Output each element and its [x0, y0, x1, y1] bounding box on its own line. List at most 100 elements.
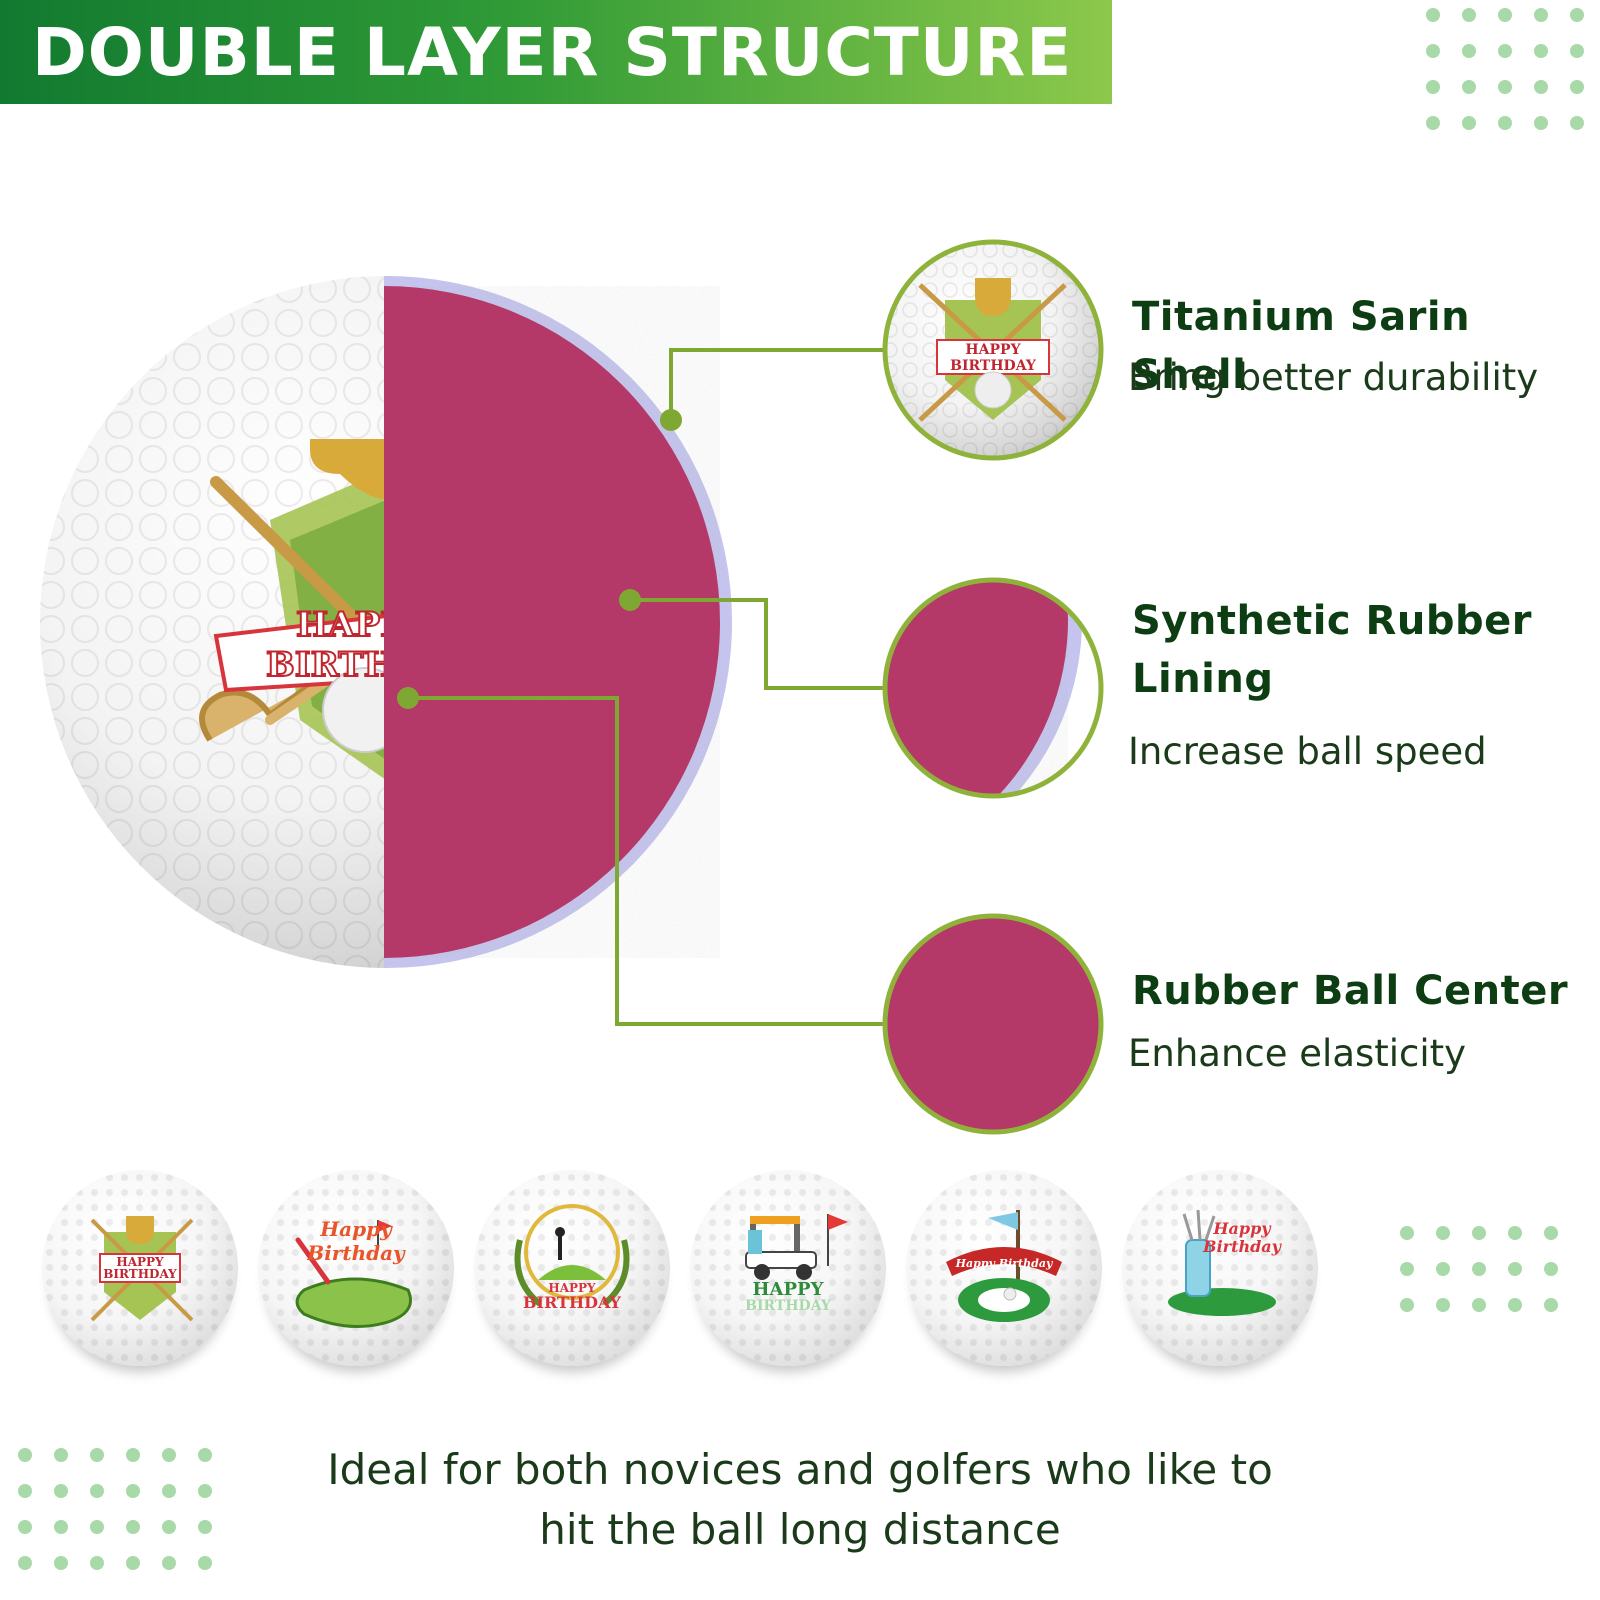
ball-label-1a: HAPPY: [116, 1255, 164, 1269]
decor-dot: [198, 1520, 212, 1534]
decor-dot: [1498, 8, 1512, 22]
decor-dot: [1508, 1226, 1522, 1240]
birthday-crest-icon: HAPP BIRTH: [199, 439, 406, 780]
decor-dot: [1570, 44, 1584, 58]
decor-dot: [54, 1484, 68, 1498]
decor-dot: [1534, 44, 1548, 58]
decor-dot: [1534, 8, 1548, 22]
putting-green-icon: [295, 1220, 412, 1328]
decor-dot: [198, 1556, 212, 1570]
footer-tagline: Ideal for both novices and golfers who l…: [200, 1440, 1400, 1560]
decor-dot: [1436, 1226, 1450, 1240]
dot-grid-top-right: [1426, 8, 1584, 130]
design-variants-row: HAPPY BIRTHDAY Happy Birthday HAPPY BIRT…: [42, 1170, 1342, 1390]
ball-label-3a: HAPPY: [548, 1281, 596, 1295]
ball-label-2b: Birthday: [307, 1241, 405, 1265]
decor-dot: [126, 1484, 140, 1498]
decor-dot: [1534, 116, 1548, 130]
decor-dot: [162, 1448, 176, 1462]
decor-dot: [162, 1484, 176, 1498]
connector-lines: [408, 348, 887, 1026]
connector-dots: [397, 409, 682, 709]
decor-dot: [1472, 1262, 1486, 1276]
banner-title: DOUBLE LAYER STRUCTURE: [32, 14, 1073, 91]
decor-dot: [1426, 8, 1440, 22]
decor-dot: [1544, 1226, 1558, 1240]
decor-dot: [1498, 44, 1512, 58]
decor-dot: [1400, 1262, 1414, 1276]
decor-dot: [198, 1484, 212, 1498]
dot-grid-middle-right: [1400, 1226, 1558, 1312]
big-ball-label-top: HAPP: [296, 605, 406, 645]
decor-dot: [1462, 116, 1476, 130]
ball-label-4b: BIRTHDAY: [745, 1298, 831, 1314]
decor-dot: [162, 1556, 176, 1570]
feature-title-lining: Synthetic Rubber Lining: [1132, 598, 1532, 702]
badge-label-top: HAPPY: [965, 342, 1021, 358]
dot-grid-bottom-left: [18, 1448, 212, 1570]
ball-label-1b: BIRTHDAY: [103, 1267, 177, 1281]
decor-dot: [90, 1556, 104, 1570]
design-ball-2: Happy Birthday: [258, 1170, 454, 1366]
design-ball-4: HAPPY BIRTHDAY: [690, 1170, 886, 1366]
decor-dot: [1544, 1262, 1558, 1276]
ball-label-6a: Happy: [1213, 1219, 1271, 1238]
feature-badge-center: [882, 913, 1104, 1135]
feature-desc-lining: Increase ball speed: [1128, 730, 1487, 773]
decor-dot: [1508, 1298, 1522, 1312]
decor-dot: [198, 1448, 212, 1462]
decor-dot: [1472, 1298, 1486, 1312]
ball-label-3b: BIRTHDAY: [523, 1293, 621, 1312]
crest-icon: [90, 1216, 194, 1322]
decor-dot: [1436, 1262, 1450, 1276]
ball-label-5a: Happy Birthday: [955, 1257, 1053, 1270]
decor-dot: [1498, 80, 1512, 94]
decor-dot: [54, 1448, 68, 1462]
big-ball-label-bottom: BIRTH: [266, 645, 396, 685]
feature-desc-shell: Bring better durability: [1128, 356, 1539, 399]
decor-dot: [18, 1520, 32, 1534]
feature-desc-center: Enhance elasticity: [1128, 1032, 1467, 1075]
footer-line-1: Ideal for both novices and golfers who l…: [327, 1445, 1273, 1494]
decor-dot: [126, 1520, 140, 1534]
design-ball-5: Happy Birthday: [906, 1170, 1102, 1366]
decor-dot: [18, 1448, 32, 1462]
decor-dot: [126, 1448, 140, 1462]
decor-dot: [1508, 1262, 1522, 1276]
decor-dot: [90, 1484, 104, 1498]
golf-bag-icon: [1168, 1209, 1276, 1316]
badge-label-bottom: BIRTHDAY: [950, 358, 1037, 374]
design-ball-3: HAPPY BIRTHDAY: [474, 1170, 670, 1366]
decor-dot: [1570, 116, 1584, 130]
decor-dot: [1570, 8, 1584, 22]
decor-dot: [1472, 1226, 1486, 1240]
golf-cart-icon: [745, 1214, 848, 1280]
decor-dot: [54, 1556, 68, 1570]
ball-label-4a: HAPPY: [752, 1279, 824, 1300]
decor-dot: [1462, 80, 1476, 94]
decor-dot: [162, 1520, 176, 1534]
decor-dot: [1498, 116, 1512, 130]
decor-dot: [1462, 44, 1476, 58]
decor-dot: [1426, 116, 1440, 130]
decor-dot: [1534, 80, 1548, 94]
decor-dot: [1544, 1298, 1558, 1312]
title-banner: [0, 0, 1112, 104]
ball-label-2a: Happy: [320, 1217, 392, 1241]
feature-badge-shell: HAPPY BIRTHDAY: [882, 239, 1104, 461]
golf-ball-cross-section: [384, 276, 732, 968]
decor-dot: [54, 1520, 68, 1534]
decor-dot: [90, 1520, 104, 1534]
decor-dot: [90, 1448, 104, 1462]
ball-label-6b: Birthday: [1203, 1237, 1281, 1256]
design-ball-6: Happy Birthday: [1122, 1170, 1318, 1366]
decor-dot: [1426, 44, 1440, 58]
decor-dot: [18, 1484, 32, 1498]
footer-line-2: hit the ball long distance: [539, 1505, 1061, 1554]
design-ball-1: HAPPY BIRTHDAY: [42, 1170, 238, 1366]
flag-green-icon: [946, 1210, 1062, 1322]
decor-dot: [1570, 80, 1584, 94]
golf-ball-shell-half: HAPP BIRTH: [40, 276, 406, 968]
decor-dot: [1426, 80, 1440, 94]
